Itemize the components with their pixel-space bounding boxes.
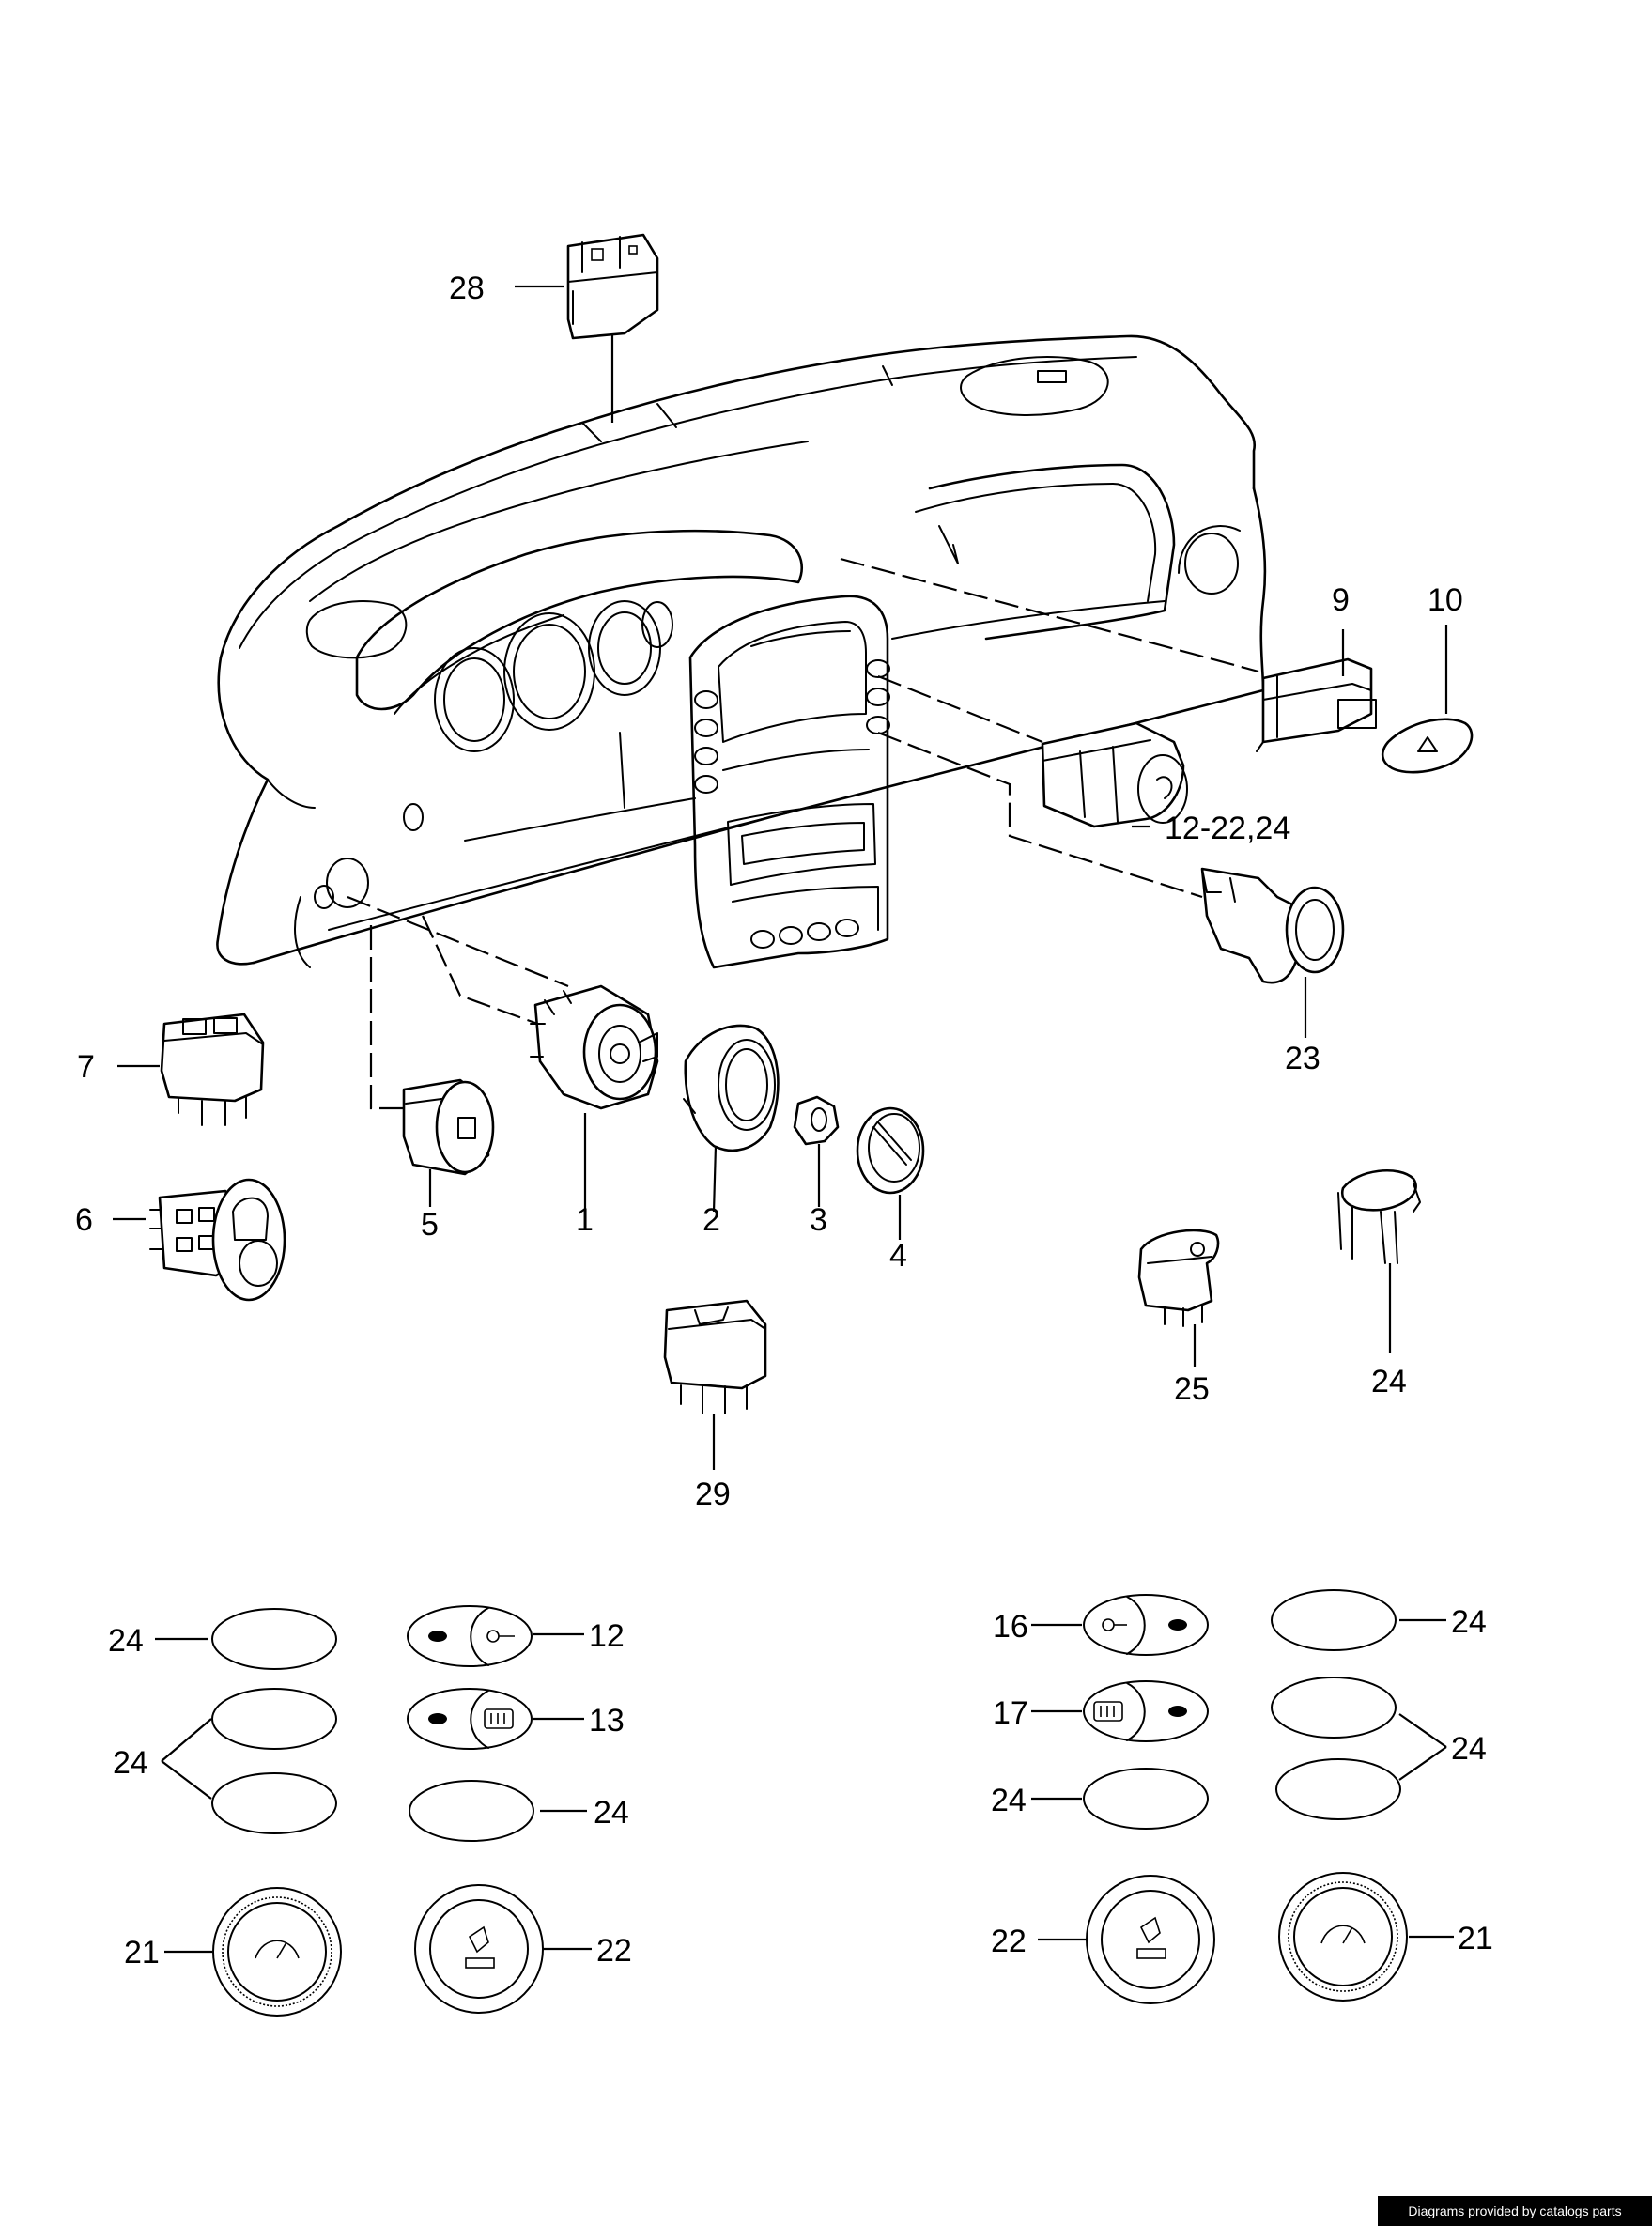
assembly-lines bbox=[347, 282, 1259, 1110]
blank-cover-24[interactable] bbox=[1275, 1758, 1401, 1820]
callout-12-22-24: 12-22,24 bbox=[1165, 811, 1290, 846]
switch-22-seat-heater-knob[interactable] bbox=[414, 1884, 544, 2014]
callout-10: 10 bbox=[1428, 582, 1463, 618]
label-24-right-row3: 24 bbox=[991, 1783, 1027, 1818]
label-24-left-row1: 24 bbox=[108, 1623, 144, 1659]
label-22-left: 22 bbox=[596, 1933, 632, 1969]
blank-cover-24[interactable] bbox=[1083, 1768, 1209, 1830]
switch-16-lock[interactable] bbox=[1083, 1594, 1209, 1656]
label-22-right: 22 bbox=[991, 1924, 1027, 1959]
label-13: 13 bbox=[589, 1703, 625, 1739]
label-17: 17 bbox=[993, 1695, 1028, 1731]
callout-7: 7 bbox=[77, 1049, 95, 1085]
part-7-relay[interactable] bbox=[160, 1013, 265, 1126]
part-12-22-24-switch-panel[interactable] bbox=[1041, 721, 1188, 828]
callout-labels: 28 9 10 12-22,24 23 7 6 5 1 2 3 4 25 24 … bbox=[75, 271, 1493, 1971]
blank-cover-24[interactable] bbox=[211, 1608, 337, 1670]
switch-12-lock[interactable] bbox=[407, 1605, 533, 1667]
callout-28: 28 bbox=[449, 271, 485, 306]
switch-legend-right bbox=[1031, 1589, 1454, 2004]
callout-6: 6 bbox=[75, 1202, 93, 1238]
label-24-left-row3: 24 bbox=[594, 1795, 629, 1831]
callout-23: 23 bbox=[1285, 1041, 1320, 1076]
callout-2: 2 bbox=[702, 1202, 720, 1238]
part-9-switch[interactable] bbox=[1256, 657, 1377, 752]
part-6-switch[interactable] bbox=[149, 1178, 286, 1302]
callout-25: 25 bbox=[1174, 1371, 1210, 1407]
console-vents bbox=[694, 659, 890, 949]
callout-29: 29 bbox=[695, 1476, 731, 1512]
switch-13-rear-defrost[interactable] bbox=[407, 1688, 533, 1750]
dashboard-illustration bbox=[216, 334, 1267, 969]
part-1-light-switch[interactable] bbox=[530, 984, 659, 1110]
blank-cover-24[interactable] bbox=[409, 1780, 534, 1842]
part-29-relay[interactable] bbox=[663, 1299, 767, 1414]
blank-cover-24[interactable] bbox=[211, 1688, 337, 1750]
part-3-nut[interactable] bbox=[793, 1095, 840, 1146]
part-24-clip[interactable] bbox=[1337, 1168, 1421, 1264]
part-10-hazard-button[interactable] bbox=[1381, 718, 1474, 774]
switch-21-wiper-knob[interactable] bbox=[212, 1887, 342, 2017]
callout-4: 4 bbox=[889, 1238, 907, 1274]
blank-cover-24[interactable] bbox=[1271, 1589, 1397, 1651]
part-5-switch[interactable] bbox=[402, 1078, 495, 1176]
switch-21-wiper-knob-right[interactable] bbox=[1278, 1872, 1408, 2002]
label-21-right: 21 bbox=[1458, 1921, 1493, 1956]
label-24-left-pair: 24 bbox=[113, 1745, 148, 1781]
callout-5: 5 bbox=[421, 1207, 439, 1243]
label-21-left: 21 bbox=[124, 1935, 160, 1971]
blank-cover-24[interactable] bbox=[1271, 1677, 1397, 1739]
gauge-cluster bbox=[434, 600, 673, 752]
part-4-knob[interactable] bbox=[856, 1106, 925, 1195]
blank-cover-24[interactable] bbox=[211, 1772, 337, 1834]
switch-22-seat-heater-knob-right[interactable] bbox=[1086, 1875, 1215, 2004]
callout-24-clip: 24 bbox=[1371, 1364, 1407, 1399]
label-16: 16 bbox=[993, 1609, 1028, 1645]
switch-17-rear-defrost[interactable] bbox=[1083, 1680, 1209, 1742]
part-23-ignition-ring[interactable] bbox=[1200, 867, 1345, 984]
switch-legend-left bbox=[155, 1605, 592, 2017]
part-28-relay[interactable] bbox=[566, 233, 659, 340]
callout-9: 9 bbox=[1332, 582, 1350, 618]
callout-1: 1 bbox=[576, 1202, 594, 1238]
label-24-right-row1: 24 bbox=[1451, 1604, 1487, 1640]
part-25-switch[interactable] bbox=[1137, 1229, 1220, 1327]
credit-footer: Diagrams provided by catalogs parts bbox=[1378, 2196, 1652, 2226]
label-24-right-pair: 24 bbox=[1451, 1731, 1487, 1767]
callout-3: 3 bbox=[810, 1202, 827, 1238]
part-2-trim-ring[interactable] bbox=[683, 1024, 780, 1152]
leader-lines-upper bbox=[113, 285, 1448, 1470]
label-12: 12 bbox=[589, 1618, 625, 1654]
